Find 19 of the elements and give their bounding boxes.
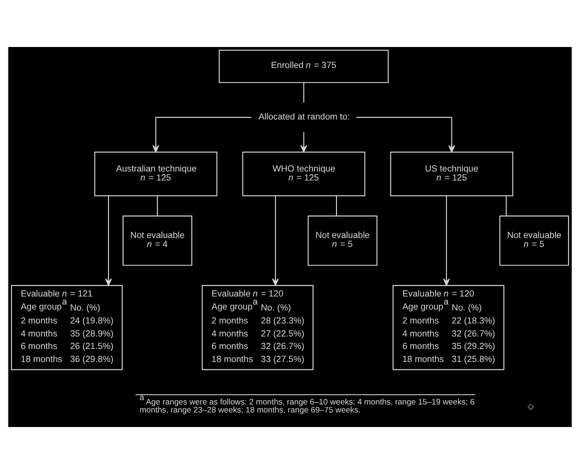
connector bbox=[156, 194, 158, 216]
arrow bbox=[152, 116, 252, 152]
node-box: WHO technique n = 125 bbox=[242, 151, 366, 196]
node-box: US technique n = 125 bbox=[390, 151, 514, 196]
node-box: Enrolled n = 375 bbox=[218, 49, 389, 83]
node-box: Not evaluable n = 5 bbox=[499, 215, 570, 266]
connector bbox=[303, 82, 304, 103]
arrow bbox=[356, 116, 456, 152]
node-box: Australian technique n = 125 bbox=[94, 151, 218, 196]
arrow bbox=[300, 130, 308, 152]
arrow bbox=[105, 194, 112, 286]
label: ◇ bbox=[528, 400, 534, 410]
arrow bbox=[443, 194, 450, 286]
node-box: Not evaluable n = 5 bbox=[308, 215, 378, 266]
arrow bbox=[272, 194, 279, 286]
connector bbox=[506, 194, 507, 216]
node-box: Not evaluable n = 4 bbox=[122, 215, 192, 266]
connector bbox=[336, 194, 337, 216]
node-text: Allocated at random to: bbox=[258, 111, 350, 122]
